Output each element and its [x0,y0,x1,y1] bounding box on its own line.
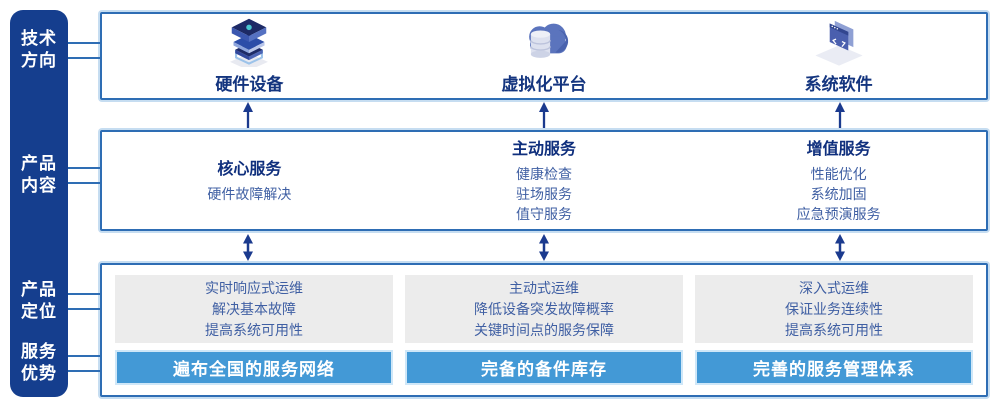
tech-direction-box: 硬件设备 虚拟化平台 [100,12,988,100]
service-heading: 核心服务 [217,160,282,178]
sidebar-label-line: 内容 [21,176,57,195]
position-line: 主动式运维 [509,279,579,296]
position-line: 解决基本故障 [212,300,296,317]
position-line: 深入式运维 [799,279,869,296]
connector-line [62,308,102,310]
position-line: 提高系统可用性 [205,321,303,338]
position-line: 降低设备突发故障概率 [474,300,614,317]
service-item: 系统加固 [810,185,867,202]
position-column-deep: 深入式运维 保证业务连续性 提高系统可用性 完善的服务管理体系 [695,275,973,385]
up-arrow-icon [396,102,692,129]
sidebar-label-product-content: 产品 内容 [10,153,68,197]
service-item: 值守服务 [516,205,572,222]
position-panel: 深入式运维 保证业务连续性 提高系统可用性 [695,275,973,343]
position-line: 关键时间点的服务保障 [474,321,614,338]
position-line: 提高系统可用性 [785,321,883,338]
sidebar-label-line: 定位 [21,302,57,321]
position-panel: 主动式运维 降低设备突发故障概率 关键时间点的服务保障 [405,275,683,343]
position-column-proactive: 主动式运维 降低设备突发故障概率 关键时间点的服务保障 完备的备件库存 [405,275,683,385]
tech-item-hardware: 硬件设备 [102,14,397,98]
sidebar-label-tech-direction: 技术 方向 [10,28,68,72]
service-item: 驻场服务 [516,185,572,202]
cloud-database-icon [516,17,572,67]
up-arrow-icon [692,102,988,129]
sidebar-label-service-advantage: 服务 优势 [10,341,68,385]
service-column-proactive: 主动服务 健康检查 驻场服务 值守服务 [397,132,692,229]
arrow-row-up [100,102,988,129]
connector-line [62,293,102,295]
sidebar-label-product-position: 产品 定位 [10,279,68,323]
position-line: 实时响应式运维 [205,279,303,296]
connector-line [62,167,102,169]
position-column-reactive: 实时响应式运维 解决基本故障 提高系统可用性 遍布全国的服务网络 [115,275,393,385]
connector-line [62,370,102,372]
service-heading: 增值服务 [806,140,871,158]
tech-item-label: 硬件设备 [215,75,284,94]
service-column-value-added: 增值服务 性能优化 系统加固 应急预演服务 [691,132,986,229]
tech-item-system-software: 系统软件 [691,14,986,98]
service-heading: 主动服务 [512,140,577,158]
service-column-core: 核心服务 硬件故障解决 [102,132,397,229]
sidebar-label-line: 服务 [21,342,57,361]
sidebar-label-line: 优势 [21,364,57,383]
double-arrow-icon [396,234,692,261]
server-stack-icon [223,17,275,67]
connector-line [62,57,102,59]
service-item: 性能优化 [810,165,867,182]
sidebar-label-line: 产品 [21,154,57,173]
product-position-box: 实时响应式运维 解决基本故障 提高系统可用性 遍布全国的服务网络 主动式运维 降… [100,263,988,397]
double-arrow-icon [100,234,396,261]
sidebar: 技术 方向 产品 内容 产品 定位 服务 优势 [10,10,68,397]
connector-line [62,182,102,184]
code-window-icon [812,17,866,67]
position-panel: 实时响应式运维 解决基本故障 提高系统可用性 [115,275,393,343]
up-arrow-icon [100,102,396,129]
advantage-bar: 完善的服务管理体系 [695,350,973,385]
tech-item-label: 系统软件 [804,75,873,94]
tech-item-virtualization: 虚拟化平台 [397,14,692,98]
double-arrow-icon [692,234,988,261]
service-item: 健康检查 [516,165,572,182]
tech-item-label: 虚拟化平台 [501,75,587,94]
sidebar-label-line: 方向 [21,51,57,70]
connector-line [62,42,102,44]
service-item: 硬件故障解决 [207,185,292,202]
advantage-bar: 遍布全国的服务网络 [115,350,393,385]
sidebar-label-line: 技术 [21,29,57,48]
position-line: 保证业务连续性 [785,300,883,317]
connector-line [62,355,102,357]
advantage-bar: 完备的备件库存 [405,350,683,385]
arrow-row-double [100,234,988,261]
service-item: 应急预演服务 [796,205,881,222]
product-content-box: 核心服务 硬件故障解决 主动服务 健康检查 驻场服务 值守服务 增值服务 性能优… [100,130,988,231]
sidebar-label-line: 产品 [21,280,57,299]
